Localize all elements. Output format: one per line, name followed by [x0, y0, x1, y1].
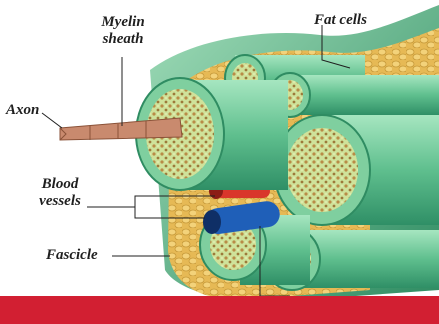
fascicle-right-large — [274, 115, 439, 225]
fat-cells-label: Fat cells — [314, 12, 367, 29]
myelin-line2: sheath — [95, 31, 151, 48]
blood-line2: vessels — [30, 193, 90, 210]
myelin-sheath-label: Myelin sheath — [95, 14, 151, 48]
axon-label: Axon — [6, 102, 39, 119]
bottom-bar — [0, 296, 439, 324]
blood-line1: Blood — [30, 176, 90, 193]
myelin-line1: Myelin — [95, 14, 151, 31]
fascicle-top-right — [270, 73, 439, 117]
axon — [60, 118, 182, 140]
blood-vessels-label: Blood vessels — [30, 176, 90, 210]
fascicle-label: Fascicle — [46, 247, 98, 264]
